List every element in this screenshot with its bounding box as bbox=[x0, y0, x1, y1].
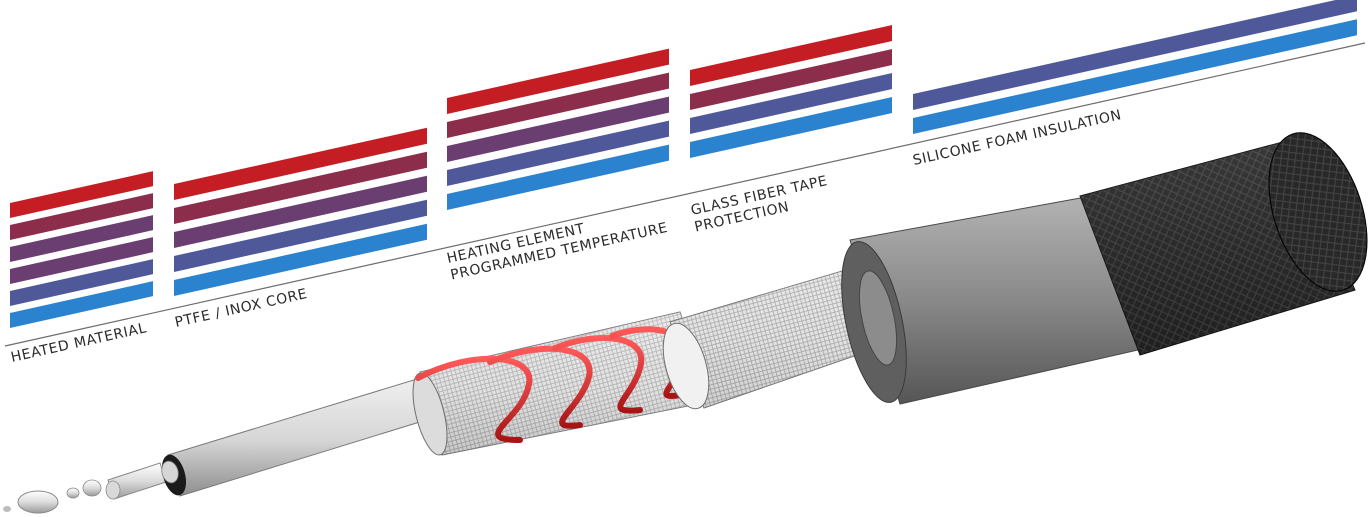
label-heated-material: HEATED MATERIAL bbox=[9, 320, 148, 366]
stripe-glass-fiber-tape-1 bbox=[690, 49, 892, 110]
stripe-glass-fiber-tape-2 bbox=[690, 73, 892, 134]
stripe-ptfe-inox-core-0 bbox=[174, 127, 427, 200]
baseline-rule bbox=[4, 42, 1366, 347]
stripe-ptfe-inox-core-4 bbox=[174, 223, 427, 296]
silicone-foam-section bbox=[841, 192, 1161, 405]
stripe-heating-element-4 bbox=[447, 144, 669, 210]
stripe-heated-material-2 bbox=[10, 215, 153, 262]
stripe-heated-material-3 bbox=[10, 237, 153, 284]
stripe-glass-fiber-tape-3 bbox=[690, 97, 892, 158]
stripe-heating-element-3 bbox=[447, 120, 669, 186]
stripe-ptfe-inox-core-3 bbox=[174, 199, 427, 272]
stripe-heated-material-0 bbox=[10, 171, 153, 218]
stripe-heated-material-1 bbox=[10, 193, 153, 240]
heated-material-droplets bbox=[3, 462, 167, 514]
layer-stripe-groups bbox=[10, 0, 1357, 328]
label-heating-element: HEATING ELEMENT PROGRAMMED TEMPERATURE bbox=[445, 203, 669, 283]
stripe-silicone-foam-0 bbox=[913, 0, 1357, 110]
stripe-ptfe-inox-core-1 bbox=[174, 151, 427, 224]
stripe-silicone-foam-1 bbox=[913, 19, 1357, 134]
stripe-ptfe-inox-core-2 bbox=[174, 175, 427, 248]
stripe-heated-material-5 bbox=[10, 281, 153, 328]
label-glass-fiber-tape: GLASS FIBER TAPE PROTECTION bbox=[689, 172, 837, 236]
stripe-glass-fiber-tape-0 bbox=[690, 25, 892, 86]
ptfe-inox-core-tube bbox=[161, 371, 453, 497]
stripe-heated-material-4 bbox=[10, 259, 153, 306]
cable-cutaway bbox=[3, 132, 1368, 514]
outer-braid-section bbox=[1079, 132, 1368, 356]
heating-element-section bbox=[412, 311, 709, 456]
stripe-heating-element-1 bbox=[447, 72, 669, 138]
stripe-heating-element-2 bbox=[447, 96, 669, 162]
label-ptfe-inox-core: PTFE / INOX CORE bbox=[173, 286, 309, 331]
stripe-heating-element-0 bbox=[447, 48, 669, 115]
